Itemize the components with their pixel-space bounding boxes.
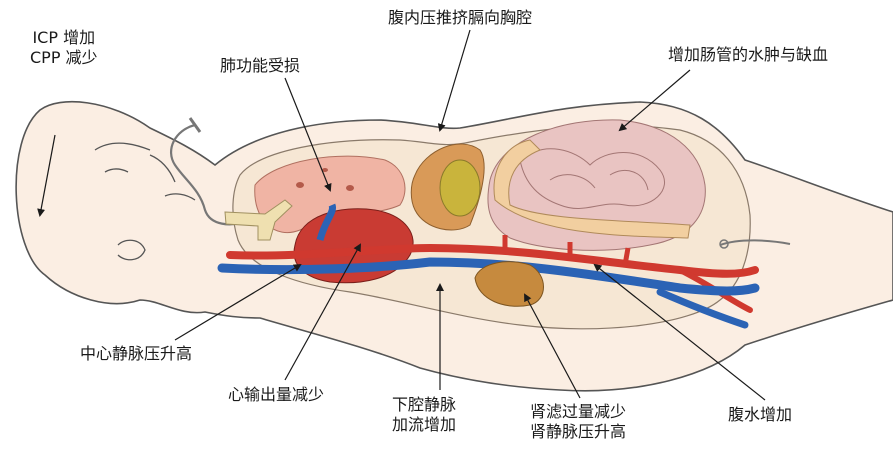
leader-diaphragm	[440, 30, 470, 130]
label-kidney-line2: 肾静脉压升高	[530, 422, 626, 442]
label-diaphragm-text: 腹内压推挤膈向胸腔	[388, 8, 532, 28]
label-kidney-line1: 肾滤过量减少	[530, 402, 626, 422]
label-bowel-text: 增加肠管的水肿与缺血	[668, 45, 828, 65]
label-cvp: 中心静脉压升高	[80, 344, 192, 364]
label-kidney: 肾滤过量减少 肾静脉压升高	[530, 402, 626, 442]
label-cardiac-output: 心输出量减少	[228, 385, 324, 405]
label-icp: ICP 增加 CPP 减少	[30, 28, 98, 68]
label-cardiac-output-text: 心输出量减少	[228, 385, 324, 405]
label-lung-text: 肺功能受损	[220, 56, 300, 76]
label-ivc-line2: 加流增加	[392, 415, 456, 435]
label-bowel: 增加肠管的水肿与缺血	[668, 45, 828, 65]
label-ascites: 腹水增加	[728, 405, 792, 425]
label-cvp-text: 中心静脉压升高	[80, 344, 192, 364]
label-ascites-text: 腹水增加	[728, 405, 792, 425]
label-ivc: 下腔静脉 加流增加	[392, 395, 456, 435]
gallbladder	[440, 160, 480, 216]
label-icp-line1: ICP 增加	[30, 28, 98, 48]
label-icp-line2: CPP 减少	[30, 48, 98, 68]
label-lung: 肺功能受损	[220, 56, 300, 76]
label-ivc-line1: 下腔静脉	[392, 395, 456, 415]
label-diaphragm: 腹内压推挤膈向胸腔	[388, 8, 532, 28]
